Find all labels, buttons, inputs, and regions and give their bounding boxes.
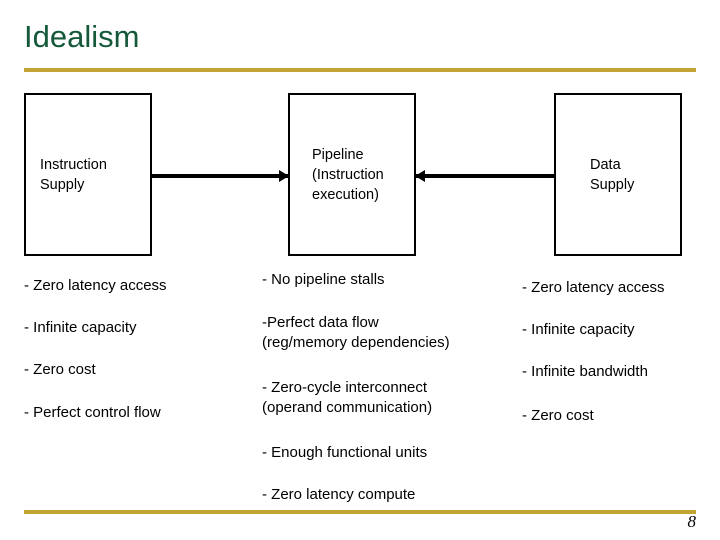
bullet-item: - Zero latency compute bbox=[262, 486, 416, 503]
arrow-right-icon bbox=[152, 170, 289, 182]
diagram-box-instruction-supply[interactable]: Instruction Supply bbox=[24, 93, 152, 256]
bullet-item: - No pipeline stalls bbox=[262, 271, 385, 288]
arrow-left-icon bbox=[415, 170, 554, 182]
diagram-box-label: Pipeline (Instruction execution) bbox=[312, 146, 384, 203]
page-title: Idealism bbox=[24, 19, 140, 54]
bullet-item: - Perfect control flow bbox=[24, 404, 161, 421]
bullet-item: - Zero latency access bbox=[24, 277, 167, 294]
diagram-box-label: Data Supply bbox=[590, 156, 635, 193]
bullet-item: - Infinite bandwidth bbox=[522, 363, 648, 380]
page-number: 8 bbox=[687, 512, 697, 531]
diagram-box-pipeline[interactable]: Pipeline (Instruction execution) bbox=[288, 93, 416, 256]
diagram-box-label: Instruction Supply bbox=[40, 156, 107, 193]
bullet-item: - Zero-cycle interconnect (operand commu… bbox=[262, 379, 433, 416]
bullet-item: - Infinite capacity bbox=[24, 319, 137, 336]
bullet-item: - Infinite capacity bbox=[522, 321, 635, 338]
arrow-head-icon bbox=[415, 170, 425, 182]
diagram-box-data-supply[interactable]: Data Supply bbox=[554, 93, 682, 256]
bullet-item: - Zero latency access bbox=[522, 279, 665, 296]
bullet-item: - Zero cost bbox=[522, 407, 594, 424]
footer-divider-bottom bbox=[24, 510, 696, 514]
title-divider-top bbox=[24, 68, 696, 72]
bullet-item: - Enough functional units bbox=[262, 444, 428, 461]
bullet-item: - Zero cost bbox=[24, 361, 96, 378]
arrow-head-icon bbox=[279, 170, 289, 182]
bullet-item: -Perfect data flow (reg/memory dependenc… bbox=[262, 314, 450, 351]
